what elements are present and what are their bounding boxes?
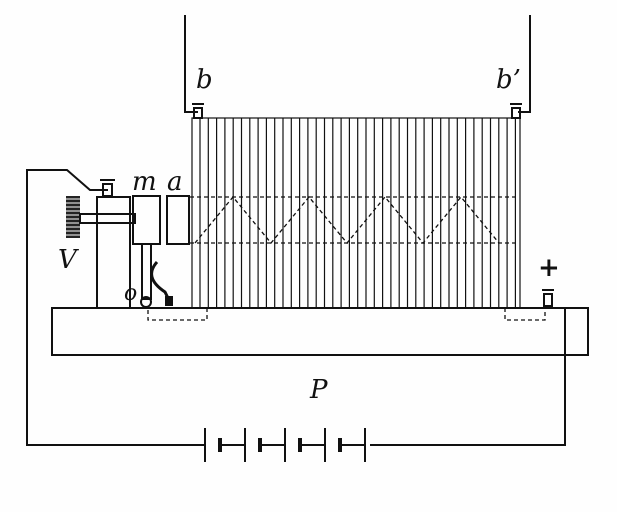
terminal-plus xyxy=(542,289,554,307)
dashed-zigzag xyxy=(194,195,500,245)
spring xyxy=(150,260,170,299)
label-P: P xyxy=(309,375,328,405)
battery xyxy=(204,428,366,462)
magnet-block-m xyxy=(132,195,161,245)
support-column xyxy=(96,196,131,309)
wire-b-prime xyxy=(518,15,531,113)
pivot-o xyxy=(140,296,152,308)
wire-b xyxy=(184,15,198,113)
terminal-b-prime xyxy=(510,103,522,119)
contact xyxy=(165,296,173,306)
label-b: b xyxy=(196,65,213,95)
screw-rod xyxy=(79,213,136,224)
right-wire xyxy=(370,307,566,446)
plate-frame xyxy=(191,117,521,309)
label-m: m xyxy=(132,167,157,197)
adjusting-wheel xyxy=(66,196,80,238)
plate-stack xyxy=(191,117,521,309)
base-board xyxy=(51,307,589,356)
label-b-prime: b’ xyxy=(496,65,521,95)
armature-a xyxy=(166,195,190,245)
label-a: a xyxy=(167,167,183,197)
hidden-wire-left xyxy=(147,308,208,321)
left-frame-wire xyxy=(26,169,205,446)
dashed-path xyxy=(190,195,515,245)
label-o: o xyxy=(124,281,137,306)
hidden-wire-right xyxy=(504,308,546,321)
lever-rod xyxy=(141,243,152,300)
column-knob xyxy=(100,179,115,197)
label-V: V xyxy=(58,245,79,275)
label-plus: + xyxy=(538,253,560,283)
